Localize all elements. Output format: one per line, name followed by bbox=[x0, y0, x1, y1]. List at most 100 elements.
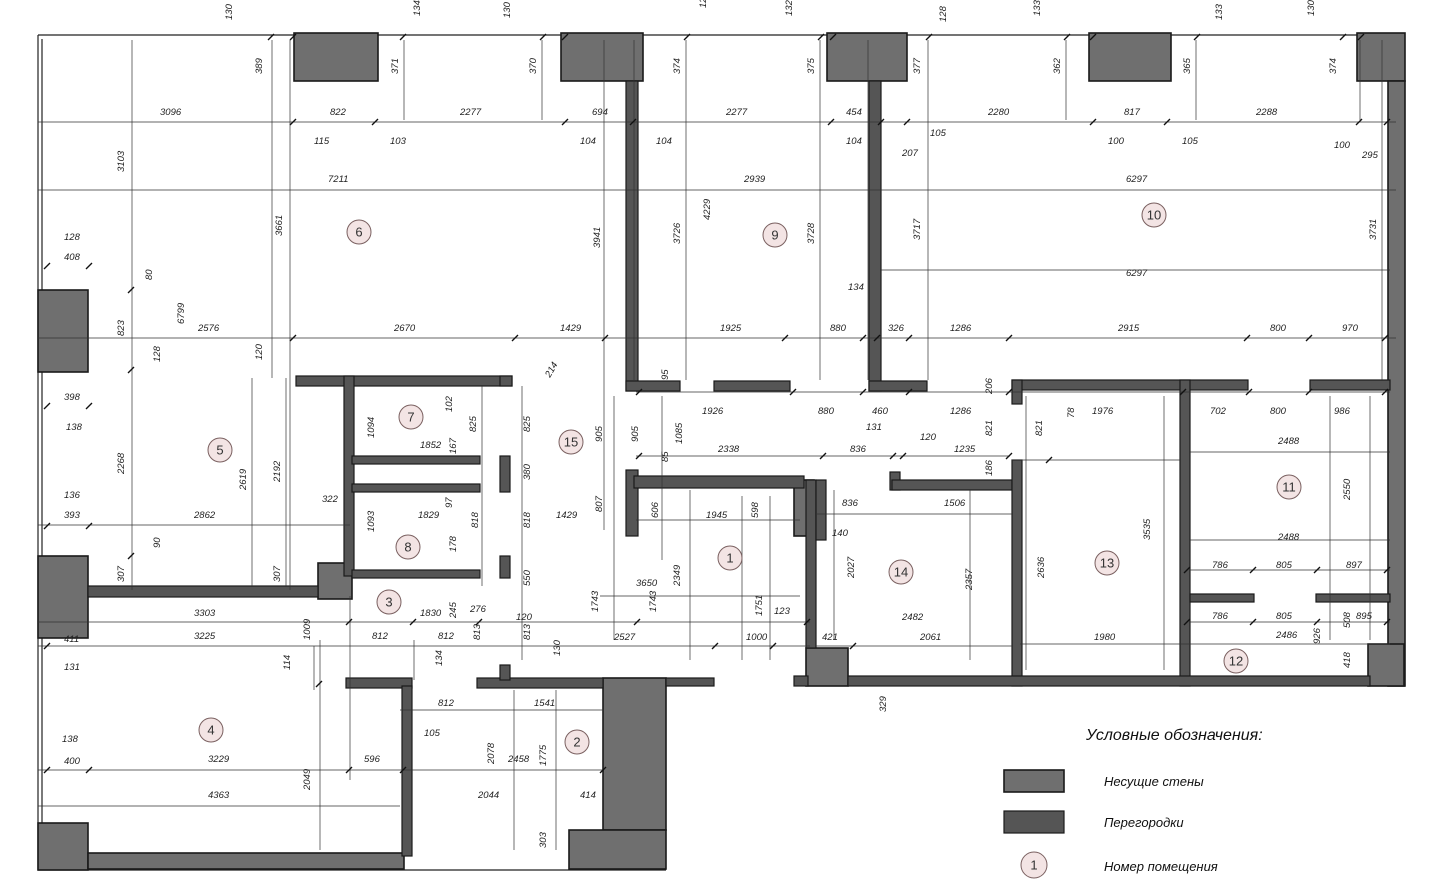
dim-label: 138 bbox=[66, 422, 83, 433]
dim-label: 3535 bbox=[1142, 518, 1153, 540]
dim-label: 374 bbox=[672, 58, 683, 74]
dim-label: 380 bbox=[522, 463, 533, 480]
dimension-labels: 130 134 130 129 132 128 133 133 130 389 … bbox=[62, 0, 1379, 848]
dim-label: 80 bbox=[144, 269, 155, 280]
room-number: 9 bbox=[771, 228, 778, 243]
room-number: 4 bbox=[207, 723, 214, 738]
dim-label: 2357 bbox=[964, 568, 975, 591]
dim-label: 807 bbox=[594, 495, 605, 512]
dim-label: 2488 bbox=[1277, 436, 1300, 447]
dim-label: 1830 bbox=[420, 608, 442, 619]
dim-label: 508 bbox=[1342, 611, 1353, 628]
dim-label: 1286 bbox=[950, 323, 972, 334]
room-number: 10 bbox=[1147, 208, 1161, 223]
legend-room-circle bbox=[1020, 851, 1048, 879]
dim-label: 836 bbox=[850, 444, 867, 455]
dim-label: 2277 bbox=[459, 107, 482, 118]
dim-label: 400 bbox=[64, 756, 81, 767]
dim-label: 3225 bbox=[194, 631, 216, 642]
dim-label: 822 bbox=[330, 107, 347, 118]
dim-label: 694 bbox=[592, 107, 608, 118]
room-marker: 3 bbox=[376, 589, 402, 615]
dim-label: 800 bbox=[1270, 323, 1287, 334]
dim-label: 129 bbox=[698, 0, 709, 8]
dim-label: 1009 bbox=[302, 618, 313, 640]
dim-label: 880 bbox=[830, 323, 847, 334]
dim-label: 128 bbox=[152, 345, 163, 362]
dim-label: 1094 bbox=[366, 417, 377, 438]
dim-label: 2488 bbox=[1277, 532, 1300, 543]
dim-label: 322 bbox=[322, 494, 339, 505]
dim-label: 245 bbox=[448, 601, 459, 619]
dim-label: 1775 bbox=[538, 744, 549, 766]
dim-label: 2061 bbox=[919, 632, 941, 643]
dim-label: 329 bbox=[878, 695, 889, 712]
room-marker: 15 bbox=[558, 429, 584, 455]
dim-label: 1085 bbox=[674, 422, 685, 444]
dim-label: 103 bbox=[390, 136, 407, 147]
dim-label: 130 bbox=[552, 639, 563, 656]
room-number: 6 bbox=[355, 225, 362, 240]
dim-label: 105 bbox=[930, 128, 947, 139]
dim-label: 131 bbox=[866, 422, 882, 433]
dim-label: 102 bbox=[444, 395, 455, 412]
dim-label: 2192 bbox=[272, 460, 283, 483]
room-number: 2 bbox=[573, 735, 580, 750]
dim-label: 1541 bbox=[534, 698, 555, 709]
room-marker: 6 bbox=[346, 219, 372, 245]
dim-label: 128 bbox=[64, 232, 81, 243]
dim-label: 2915 bbox=[1117, 323, 1140, 334]
dim-label: 418 bbox=[1342, 651, 1353, 668]
dim-label: 821 bbox=[984, 420, 995, 436]
dim-label: 1743 bbox=[648, 590, 659, 612]
dim-label: 596 bbox=[364, 754, 381, 765]
dim-label: 897 bbox=[1346, 560, 1363, 571]
dim-label: 2078 bbox=[486, 742, 497, 765]
dim-label: 880 bbox=[818, 406, 835, 417]
dim-label: 2288 bbox=[1255, 107, 1278, 118]
dim-label: 2277 bbox=[725, 107, 748, 118]
dim-label: 136 bbox=[64, 490, 81, 501]
room-number: 7 bbox=[407, 410, 414, 425]
dim-label: 104 bbox=[580, 136, 596, 147]
dim-label: 134 bbox=[434, 650, 445, 666]
dim-label: 393 bbox=[64, 510, 81, 521]
dim-label: 90 bbox=[152, 537, 163, 548]
dim-label: 123 bbox=[774, 606, 791, 617]
dim-label: 411 bbox=[64, 634, 79, 645]
dim-label: 3728 bbox=[806, 222, 817, 244]
dim-label: 986 bbox=[1334, 406, 1351, 417]
dim-label: 606 bbox=[650, 501, 661, 518]
dim-label: 905 bbox=[630, 425, 641, 442]
dim-label: 276 bbox=[469, 604, 487, 615]
dim-label: 786 bbox=[1212, 560, 1229, 571]
dim-label: 2527 bbox=[613, 632, 636, 643]
dim-label: 307 bbox=[272, 565, 283, 582]
dim-label: 805 bbox=[1276, 560, 1293, 571]
room-markers: 1 2 3 4 5 6 7 8 9 10 11 12 13 14 15 bbox=[198, 202, 1302, 755]
dim-label: 1926 bbox=[702, 406, 724, 417]
dim-label: 1235 bbox=[954, 444, 976, 455]
legend: Условные обозначения: Несущие стены Пере… bbox=[1003, 727, 1263, 879]
dim-label: 78 bbox=[1066, 407, 1077, 418]
dim-label: 3229 bbox=[208, 754, 230, 765]
dim-label: 6799 bbox=[176, 302, 187, 324]
dim-label: 206 bbox=[984, 377, 995, 395]
dim-label: 421 bbox=[822, 632, 838, 643]
dim-label: 2670 bbox=[393, 323, 416, 334]
dim-label: 1286 bbox=[950, 406, 972, 417]
dim-label: 813 bbox=[522, 623, 533, 640]
room-marker: 1 bbox=[717, 545, 743, 571]
dim-label: 120 bbox=[516, 612, 533, 623]
dim-label: 1429 bbox=[556, 510, 578, 521]
dim-label: 128 bbox=[938, 5, 949, 22]
legend-partition-label: Перегородки bbox=[1104, 815, 1184, 830]
dim-label: 104 bbox=[656, 136, 672, 147]
dim-label: 1093 bbox=[366, 510, 377, 532]
dim-label: 3661 bbox=[274, 215, 285, 236]
dim-label: 130 bbox=[224, 3, 235, 20]
dim-label: 702 bbox=[1210, 406, 1227, 417]
dim-label: 598 bbox=[750, 501, 761, 518]
dim-label: 1829 bbox=[418, 510, 440, 521]
